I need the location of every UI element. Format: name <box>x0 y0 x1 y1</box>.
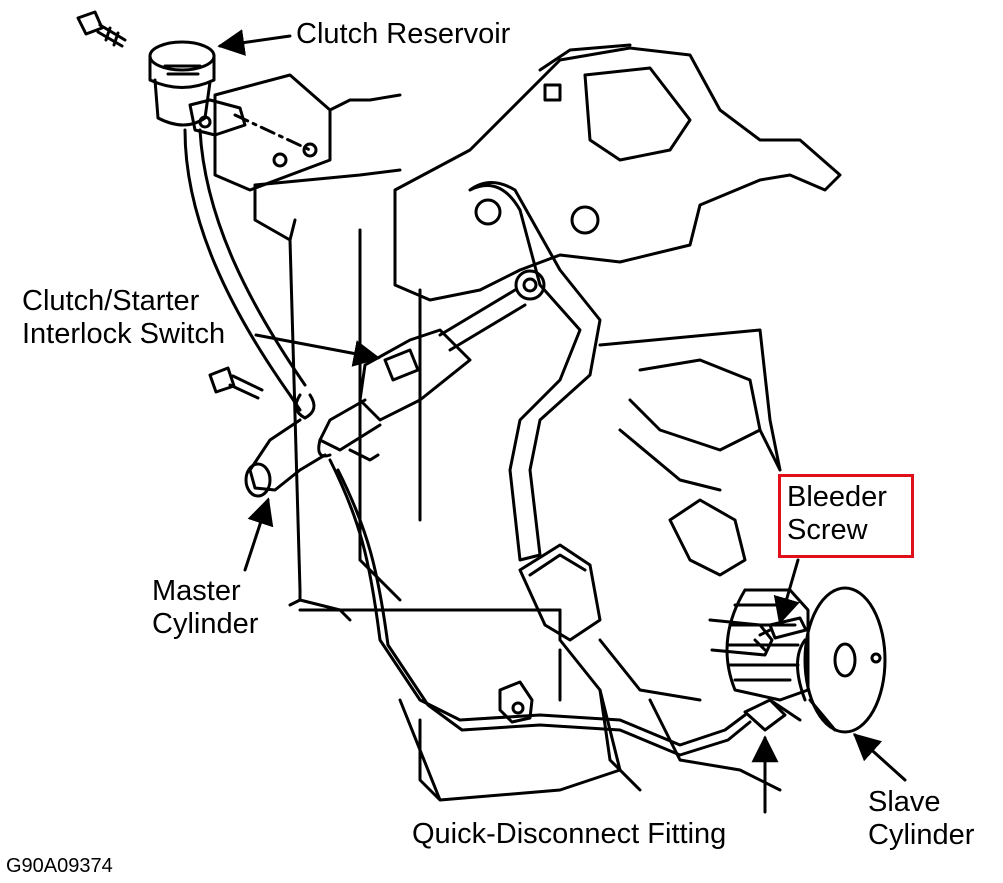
label-interlock-line1: Clutch/Starter <box>22 285 200 317</box>
dash-panel <box>253 168 402 622</box>
hydraulic-line <box>328 458 752 757</box>
leader-master-cylinder <box>243 497 274 572</box>
leader-interlock-switch <box>254 333 381 367</box>
reservoir-hose <box>183 128 307 412</box>
clutch-pedal-arm <box>468 181 602 562</box>
floor-contour <box>598 328 782 702</box>
leader-slave-cylinder <box>852 733 907 782</box>
bracket-slot <box>583 66 692 162</box>
label-master-line1: Master <box>152 575 241 607</box>
slave-cylinder-part <box>708 586 887 734</box>
label-master-line2: Cylinder <box>152 608 259 640</box>
label-bleeder-line2: Screw <box>787 514 868 546</box>
bleeder-highlight-box <box>778 474 914 558</box>
master-cylinder-part <box>244 288 527 498</box>
label-bleeder-line1: Bleeder <box>787 481 887 513</box>
leader-clutch-reservoir <box>217 29 292 56</box>
master-cylinder-bolt <box>208 366 264 400</box>
brake-pedal-pad <box>668 498 747 577</box>
figure-id: G90A09374 <box>6 855 113 877</box>
label-slave-line2: Cylinder <box>868 819 975 851</box>
pedal-bracket <box>393 46 842 302</box>
clutch-pedal-pad <box>518 543 602 642</box>
leader-bleeder-screw <box>773 558 800 625</box>
label-slave-line1: Slave <box>868 786 941 818</box>
label-clutch-reservoir: Clutch Reservoir <box>296 18 511 50</box>
label-interlock-line2: Interlock Switch <box>22 318 226 350</box>
clutch-reservoir-part <box>148 40 247 137</box>
reservoir-bracket <box>213 73 332 192</box>
label-quick-disconnect: Quick-Disconnect Fitting <box>412 818 727 850</box>
reservoir-bolt <box>76 10 127 48</box>
line-clip <box>498 680 534 724</box>
